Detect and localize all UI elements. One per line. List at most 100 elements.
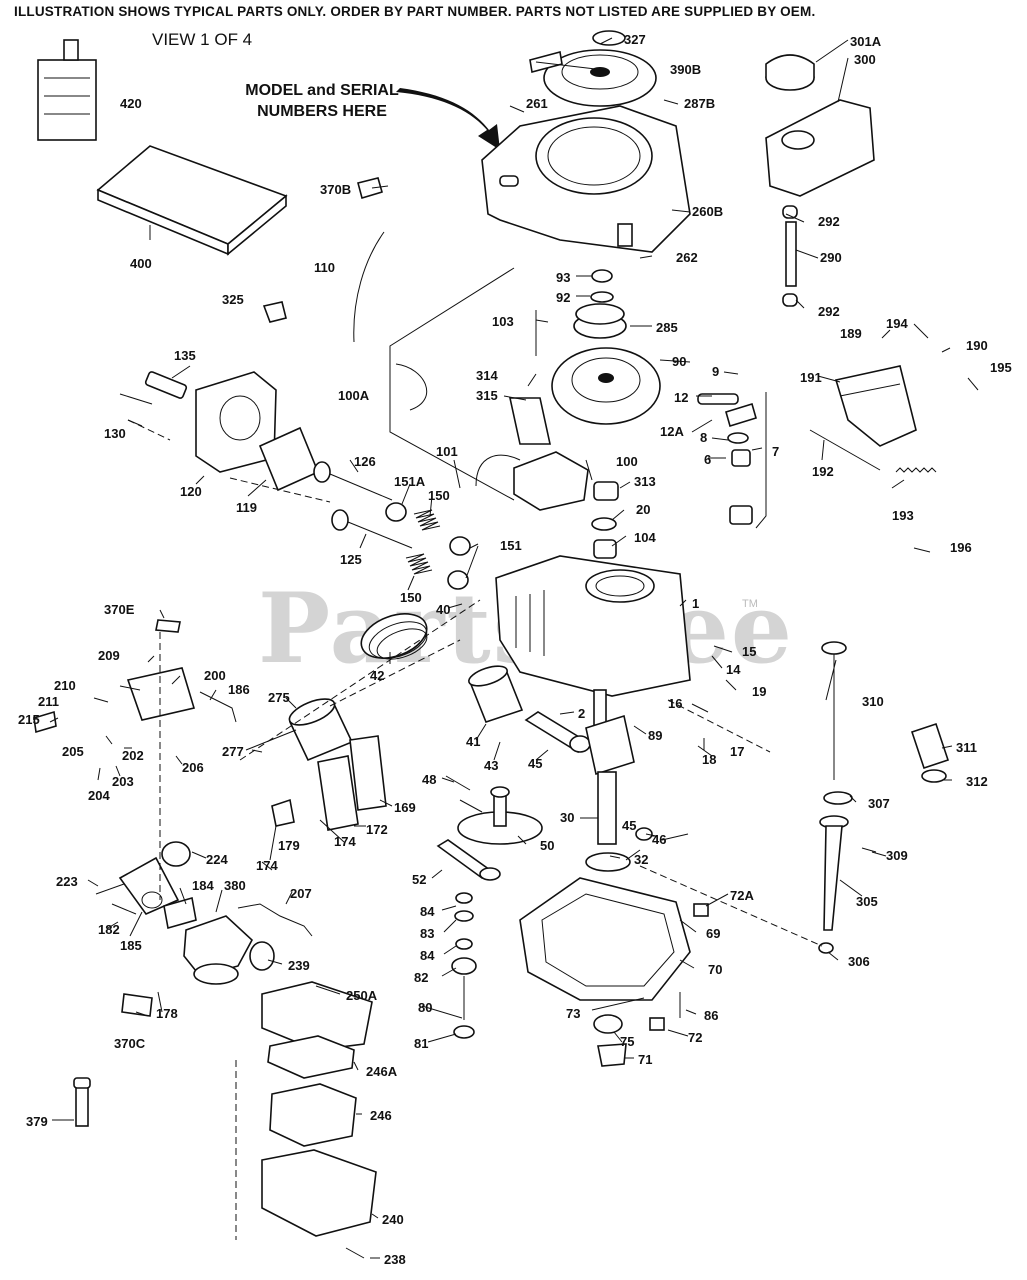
dash-100a-bracket — [389, 267, 515, 501]
part-label-169: 169 — [394, 800, 416, 815]
part-label-210: 210 — [54, 678, 76, 693]
part-label-73: 73 — [566, 1006, 580, 1021]
part-label-12a: 12A — [660, 424, 684, 439]
part-label-238: 238 — [384, 1252, 406, 1267]
rod-cap — [569, 735, 591, 753]
gasket-184 — [163, 896, 197, 930]
part-label-224: 224 — [206, 852, 228, 867]
bushing-313 — [593, 481, 619, 501]
air-filter-pad — [96, 145, 288, 256]
part-label-239: 239 — [288, 958, 310, 973]
part-label-32: 32 — [634, 852, 648, 867]
crankshaft — [585, 689, 635, 845]
part-label-135: 135 — [174, 348, 196, 363]
part-label-42: 42 — [370, 668, 384, 683]
callout-line-1: MODEL and SERIAL — [245, 82, 399, 99]
part-label-7: 7 — [772, 444, 779, 459]
hose-clamp-upper — [782, 205, 798, 219]
part-label-182: 182 — [98, 922, 120, 937]
rod-bolt — [635, 827, 653, 841]
clip-325 — [262, 301, 287, 323]
part-label-390b: 390B — [670, 62, 701, 77]
starter-cap — [592, 30, 626, 46]
flywheel-nut — [591, 269, 613, 283]
washer-84-lower — [455, 938, 473, 950]
part-label-204: 204 — [88, 788, 110, 803]
part-label-6: 6 — [704, 452, 711, 467]
part-label-43: 43 — [484, 758, 498, 773]
part-label-246: 246 — [370, 1108, 392, 1123]
part-label-306: 306 — [848, 954, 870, 969]
model-serial-callout: MODEL and SERIAL NUMBERS HERE — [232, 80, 412, 122]
nut-72 — [649, 1017, 665, 1031]
grommet-306 — [818, 942, 834, 954]
part-label-285: 285 — [656, 320, 678, 335]
bracket-179 — [271, 798, 295, 827]
part-label-81: 81 — [414, 1036, 428, 1051]
gear-82 — [451, 957, 477, 975]
part-label-151: 151 — [500, 538, 522, 553]
oil-seal — [593, 1014, 623, 1034]
seal-20 — [591, 517, 617, 531]
part-label-380: 380 — [224, 878, 246, 893]
part-label-48: 48 — [422, 772, 436, 787]
part-label-14: 14 — [726, 662, 741, 677]
part-label-100: 100 — [616, 454, 638, 469]
part-label-240: 240 — [382, 1212, 404, 1227]
part-label-125: 125 — [340, 552, 362, 567]
seal-312 — [921, 769, 947, 783]
part-label-192: 192 — [812, 464, 834, 479]
washer-83 — [454, 910, 474, 922]
needle-seat-379 — [73, 1077, 91, 1127]
part-label-16: 16 — [668, 696, 682, 711]
part-label-120: 120 — [180, 484, 202, 499]
retainer-151-upper — [449, 536, 471, 556]
camshaft-gear — [457, 786, 543, 845]
oil-bottle — [37, 39, 97, 141]
fuel-tank — [765, 99, 875, 197]
part-label-17: 17 — [730, 744, 744, 759]
part-label-103: 103 — [492, 314, 514, 329]
flywheel-washer — [590, 291, 614, 303]
dipstick-tube — [819, 815, 849, 931]
control-bracket — [834, 365, 917, 447]
part-label-184: 184 — [192, 878, 214, 893]
carburetor — [183, 915, 253, 985]
dipstick — [821, 641, 847, 780]
intake-185 — [118, 856, 180, 915]
part-label-174-upper: 174 — [334, 834, 356, 849]
filter-246a — [267, 1035, 355, 1079]
bushing-lower — [729, 505, 753, 525]
part-label-205: 205 — [62, 744, 84, 759]
valve-126 — [313, 461, 393, 501]
part-label-292-upper: 292 — [818, 214, 840, 229]
part-label-290: 290 — [820, 250, 842, 265]
ground-wire — [395, 363, 428, 411]
part-label-191: 191 — [800, 370, 822, 385]
dash-7-bracket — [755, 392, 767, 529]
part-label-20: 20 — [636, 502, 650, 517]
dash-block-lines — [127, 419, 823, 1240]
part-label-15: 15 — [742, 644, 756, 659]
air-cleaner-base — [261, 1149, 377, 1237]
part-label-71: 71 — [638, 1052, 652, 1067]
filter-246 — [269, 1083, 357, 1147]
part-label-179: 179 — [278, 838, 300, 853]
bushing-104 — [593, 539, 617, 559]
seal-239 — [249, 941, 275, 971]
bracket-315 — [509, 397, 551, 445]
part-label-207: 207 — [290, 886, 312, 901]
fuel-line — [785, 221, 797, 287]
o-ring-307 — [823, 791, 853, 805]
part-label-260b: 260B — [692, 204, 723, 219]
bolt-48-b — [459, 799, 483, 813]
spark-plug — [144, 371, 188, 399]
part-label-80: 80 — [418, 1000, 432, 1015]
control-plate — [126, 667, 196, 721]
decal-370c — [121, 993, 153, 1017]
recoil-starter — [529, 49, 657, 107]
part-label-275: 275 — [268, 690, 290, 705]
part-label-310: 310 — [862, 694, 884, 709]
part-label-104: 104 — [634, 530, 656, 545]
